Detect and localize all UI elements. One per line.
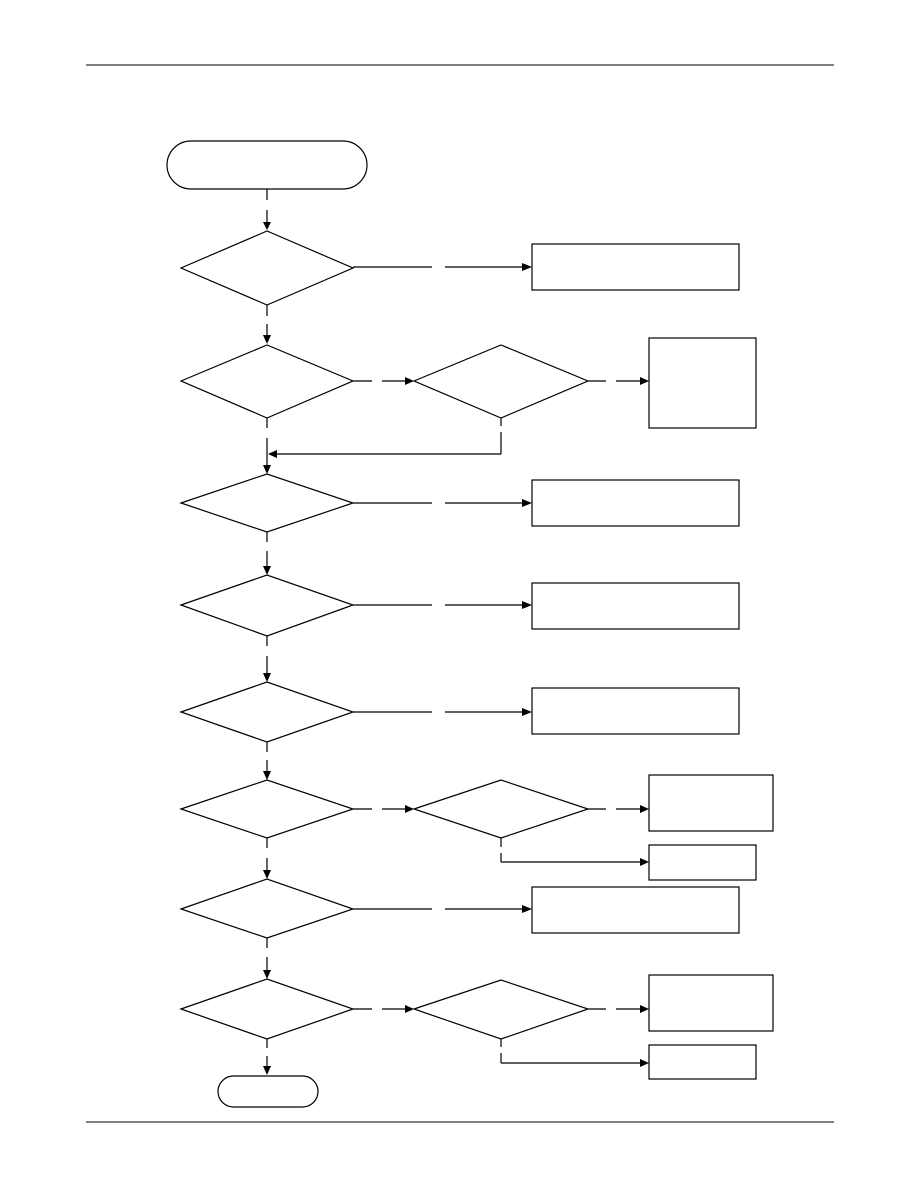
action-box-6 [648, 774, 774, 832]
sub-decision-2 [412, 779, 590, 839]
arrowhead [405, 377, 414, 385]
arrowhead [263, 970, 271, 979]
sub-decision-1 [412, 344, 590, 419]
decision-7 [179, 878, 355, 939]
arrowhead [640, 377, 649, 385]
arrowhead [640, 805, 649, 813]
sub-decision-3 [412, 979, 590, 1040]
arrowhead [522, 905, 532, 913]
arrowhead [640, 1005, 649, 1013]
arrowhead [522, 601, 532, 609]
action-box-3 [531, 479, 740, 527]
arrowhead [263, 673, 271, 682]
arrowhead [522, 708, 532, 716]
decision-2 [179, 344, 355, 419]
arrowhead [405, 805, 414, 813]
action-box-2 [648, 337, 757, 429]
action-box-1 [531, 243, 740, 291]
end-terminal [217, 1075, 319, 1108]
arrowhead [263, 1066, 271, 1075]
arrowhead [405, 1005, 414, 1013]
arrowhead [263, 465, 271, 474]
decision-3 [179, 473, 355, 533]
start-terminal [166, 140, 368, 190]
arrowhead [522, 263, 532, 271]
action-box-7 [648, 844, 757, 881]
arrowhead [640, 858, 649, 866]
arrowhead [640, 1059, 649, 1067]
action-box-4 [531, 582, 740, 630]
decision-5 [179, 681, 355, 743]
arrowhead [522, 499, 532, 507]
decision-6 [179, 779, 355, 839]
arrowhead [263, 771, 271, 780]
arrowhead [268, 450, 277, 458]
action-box-5 [531, 687, 740, 735]
action-box-8 [531, 886, 740, 934]
decision-4 [179, 574, 355, 637]
arrowhead [263, 335, 271, 344]
arrowhead [263, 566, 271, 575]
action-box-10 [648, 1044, 757, 1080]
arrowhead [263, 870, 271, 879]
decision-8 [179, 978, 355, 1040]
decision-1 [179, 230, 355, 306]
action-box-9 [648, 974, 774, 1032]
arrowhead [263, 222, 271, 230]
